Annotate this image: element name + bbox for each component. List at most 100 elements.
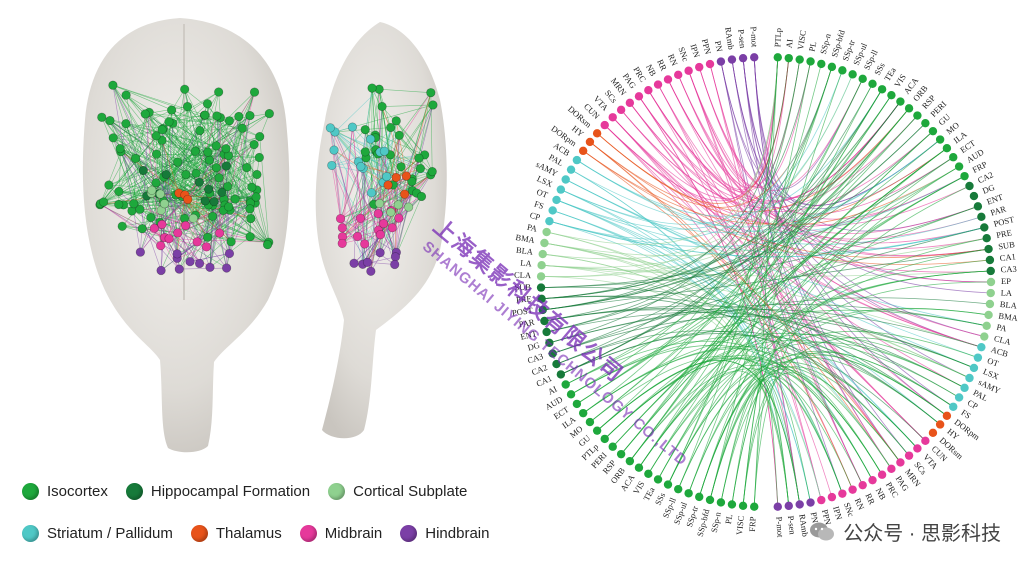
network-edge	[176, 194, 186, 254]
connectogram-node	[982, 233, 991, 243]
network-node	[249, 139, 259, 150]
region-legend: Isocortex Hippocampal Formation Cortical…	[22, 474, 542, 558]
connectogram-node	[969, 191, 979, 201]
connectogram-label: SSs	[653, 491, 668, 507]
network-edge	[340, 218, 397, 253]
network-node	[114, 199, 124, 210]
network-node	[209, 197, 219, 207]
network-node	[130, 153, 141, 163]
connectogram-edge	[546, 66, 833, 333]
connectogram-node	[684, 489, 693, 498]
network-edge	[370, 106, 383, 272]
network-node	[375, 230, 386, 240]
connectogram-label: EP	[1001, 276, 1011, 286]
network-node	[390, 259, 400, 270]
connectogram-label: CA3	[1000, 264, 1017, 275]
network-node	[391, 172, 401, 183]
network-node	[200, 196, 210, 206]
legend-item-striatum-pallidum: Striatum / Pallidum	[22, 524, 173, 542]
connectogram-label: CA1	[999, 251, 1016, 263]
connectogram-node	[904, 104, 914, 113]
connectogram-node	[540, 316, 549, 326]
connectogram-node	[986, 288, 995, 298]
connectogram-edge	[565, 179, 975, 369]
network-node	[224, 248, 235, 259]
connectogram-node	[887, 90, 896, 100]
connectogram-edge	[638, 96, 989, 257]
network-node	[114, 186, 124, 197]
connectogram-nodes	[536, 53, 996, 511]
connectogram-node	[561, 380, 570, 389]
wechat-icon	[810, 522, 835, 540]
network-node	[262, 240, 273, 250]
connectogram-edge	[638, 96, 779, 507]
connectogram-label: DG	[526, 340, 541, 353]
network-node	[217, 187, 227, 197]
network-edge	[381, 106, 425, 156]
network-edge	[384, 151, 396, 257]
connectogram-edge	[742, 70, 843, 506]
connectogram-label: BLA	[999, 299, 1018, 311]
connectogram-label: PAR	[989, 203, 1007, 217]
connectogram-edge	[542, 58, 790, 311]
network-node	[221, 161, 231, 171]
connectogram-edge	[731, 59, 970, 379]
network-edge	[342, 211, 391, 237]
connectogram-label: RR	[863, 492, 877, 507]
connectogram-edge	[667, 331, 979, 485]
network-node	[138, 165, 148, 176]
legend-item-hindbrain: Hindbrain	[400, 524, 490, 542]
network-edge	[169, 238, 207, 248]
legend-label: Hindbrain	[425, 524, 490, 542]
network-node	[204, 155, 215, 165]
network-edge	[189, 253, 230, 262]
connectogram-label: FS	[533, 199, 545, 212]
dorsal-network-nodes	[95, 80, 274, 276]
connectogram-edge	[541, 237, 987, 272]
network-node	[156, 265, 166, 276]
network-edge	[378, 174, 431, 231]
connectogram-node	[868, 475, 877, 485]
network-edge	[161, 129, 180, 270]
connectogram-node	[965, 181, 974, 191]
network-node	[356, 161, 366, 172]
connectogram-edge	[589, 115, 918, 423]
network-edge	[331, 165, 341, 219]
connectogram-node	[545, 338, 554, 348]
connectogram-edge	[753, 185, 970, 507]
connectogram-edge	[753, 379, 811, 507]
connectogram-label: P-mot	[774, 516, 785, 538]
isocortex-color-dot	[22, 482, 39, 500]
connectogram-edge	[620, 66, 833, 455]
legend-label: Midbrain	[324, 524, 383, 542]
connectogram-edge	[544, 242, 970, 379]
connectogram-node	[935, 135, 945, 144]
legend-label: Hippocampal Formation	[150, 482, 311, 500]
network-node	[374, 198, 385, 209]
network-edge	[146, 195, 155, 229]
network-node	[149, 223, 159, 233]
connectogram-node	[949, 153, 958, 162]
connectogram-node	[634, 92, 644, 101]
connectogram-edge	[620, 147, 948, 455]
network-node	[386, 207, 396, 217]
network-edge	[169, 238, 269, 243]
network-node	[164, 234, 174, 244]
network-edge	[216, 115, 247, 168]
network-edge	[161, 140, 180, 194]
connectogram-edge	[576, 159, 965, 233]
network-node	[146, 212, 156, 223]
connectogram-node	[727, 500, 737, 509]
connectogram-edge	[688, 83, 873, 494]
connectogram-node	[695, 62, 704, 72]
connectogram-edge	[549, 220, 985, 258]
network-edge	[123, 130, 200, 206]
connectogram-node	[921, 118, 930, 128]
connectogram-node	[806, 57, 815, 66]
legend-row-2: Striatum / Pallidum Thalamus Midbrain Hi…	[22, 516, 542, 550]
network-node	[195, 125, 205, 136]
connectogram-node	[868, 79, 877, 89]
network-node	[203, 184, 214, 194]
network-edge	[187, 199, 213, 217]
